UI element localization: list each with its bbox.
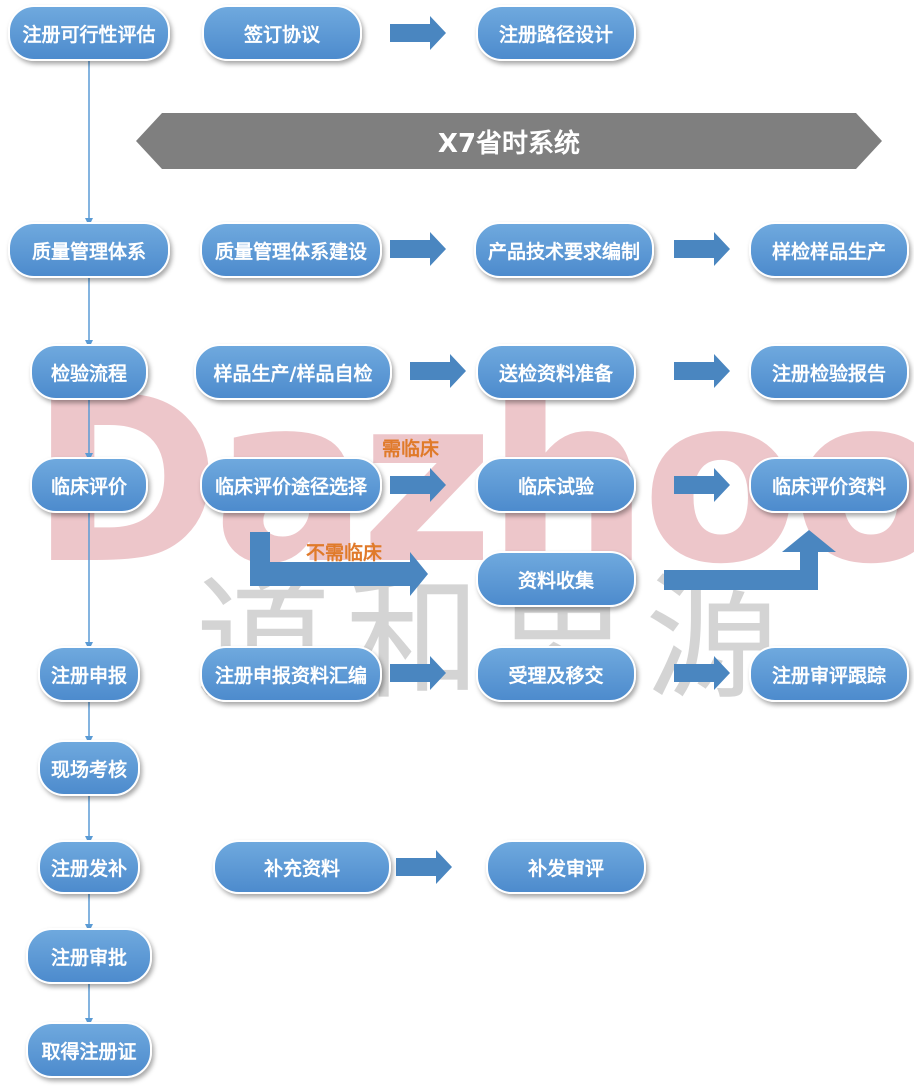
node-route-selection[interactable]: 临床评价途径选择 (200, 457, 382, 513)
node-supplement-materials[interactable]: 补充资料 (213, 840, 391, 894)
node-feasibility[interactable]: 注册可行性评估 (8, 5, 170, 61)
node-approval[interactable]: 注册审批 (26, 928, 152, 984)
arrow-route-to-trial (390, 468, 446, 502)
node-qms-build[interactable]: 质量管理体系建设 (200, 222, 382, 278)
arrow-sign-to-path (390, 16, 446, 50)
arrow-trial-to-materials (674, 468, 730, 502)
node-inspection-report[interactable]: 注册检验报告 (749, 344, 909, 400)
arrow-supplement-to-review (396, 850, 452, 884)
node-clinical-materials[interactable]: 临床评价资料 (749, 457, 909, 513)
label-clinical-not-needed: 不需临床 (306, 542, 383, 564)
x7-system-banner: X7省时系统 (136, 113, 882, 169)
banner-shape (136, 113, 882, 169)
node-clinical[interactable]: 临床评价 (30, 457, 148, 513)
node-qms[interactable]: 质量管理体系 (8, 222, 170, 278)
node-site-audit[interactable]: 现场考核 (38, 740, 140, 796)
node-path-design[interactable]: 注册路径设计 (476, 5, 636, 61)
arrow-tech-to-sample (674, 232, 730, 266)
node-self-check[interactable]: 样品生产/样品自检 (194, 344, 392, 400)
node-certificate[interactable]: 取得注册证 (26, 1022, 152, 1078)
node-tech-req[interactable]: 产品技术要求编制 (474, 222, 654, 278)
node-inspection-prep[interactable]: 送检资料准备 (476, 344, 636, 400)
node-accept-transfer[interactable]: 受理及移交 (476, 646, 636, 702)
arrow-accept-to-tracking (674, 656, 730, 690)
arrow-collection-to-materials (664, 530, 836, 590)
node-clinical-trial[interactable]: 临床试验 (476, 457, 636, 513)
node-submission[interactable]: 注册申报 (38, 646, 140, 702)
arrow-prep-to-report (674, 354, 730, 388)
node-supplement-review[interactable]: 补发审评 (486, 840, 646, 894)
node-sample-production[interactable]: 样检样品生产 (749, 222, 909, 278)
node-submission-compile[interactable]: 注册申报资料汇编 (200, 646, 382, 702)
arrow-selfcheck-to-prep (410, 354, 466, 388)
arrow-route-to-collection (250, 532, 428, 596)
node-supplement-notice[interactable]: 注册发补 (38, 840, 140, 894)
node-review-tracking[interactable]: 注册审评跟踪 (749, 646, 909, 702)
node-inspection[interactable]: 检验流程 (30, 344, 148, 400)
label-clinical-needed: 需临床 (382, 438, 440, 460)
arrow-qms-build-to-tech (390, 232, 446, 266)
arrow-submission-compile-to-accept (390, 656, 446, 690)
node-sign-agreement[interactable]: 签订协议 (202, 5, 362, 61)
node-data-collection[interactable]: 资料收集 (476, 551, 636, 607)
banner-text: X7省时系统 (437, 128, 581, 159)
